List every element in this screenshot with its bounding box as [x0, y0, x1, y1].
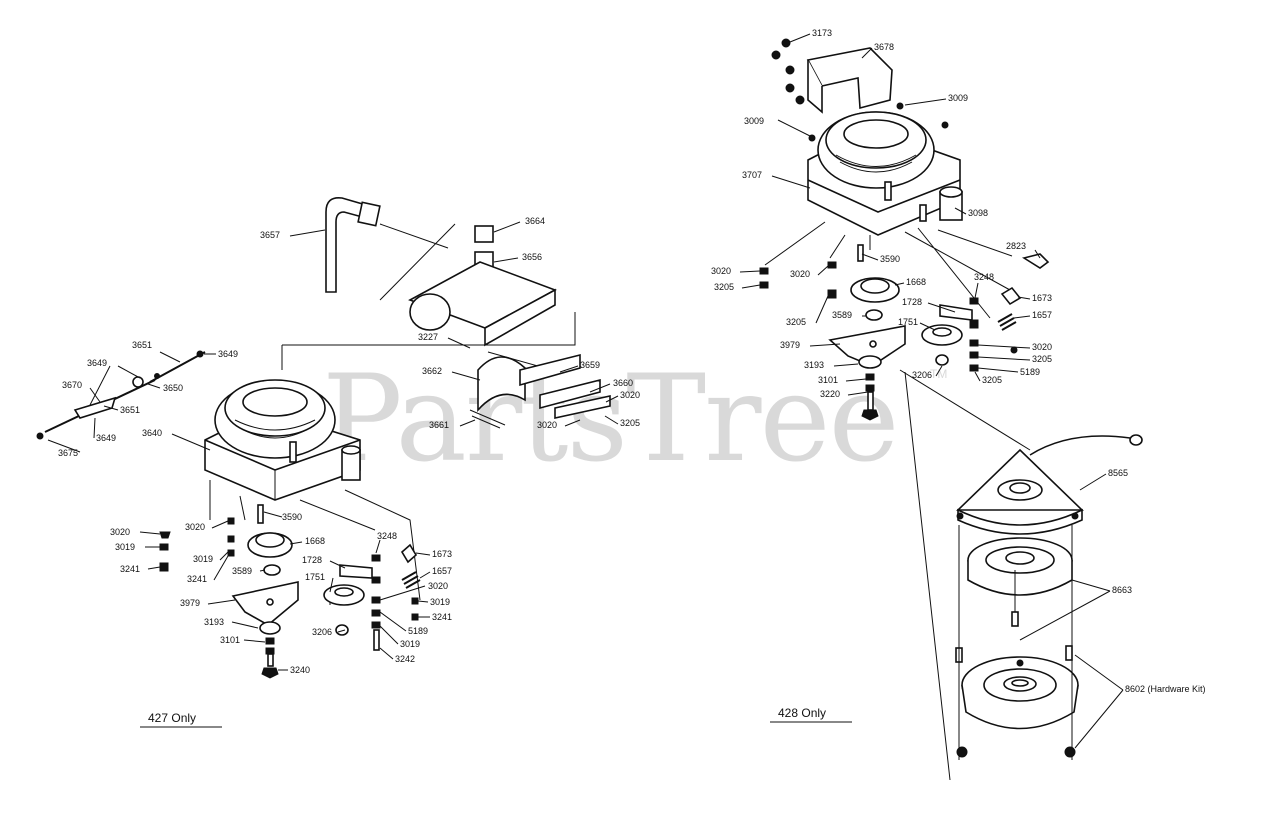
part-label: 1751 — [898, 317, 918, 327]
part-label: 3650 — [163, 383, 183, 393]
part-label: 1657 — [432, 566, 452, 576]
part-label: 3101 — [818, 375, 838, 385]
part-label: 5189 — [408, 626, 428, 636]
part-label: 3659 — [580, 360, 600, 370]
part-label: 3101 — [220, 635, 240, 645]
part-label: 1668 — [906, 277, 926, 287]
part-label: 3241 — [432, 612, 452, 622]
part-label: 3241 — [187, 574, 207, 584]
part-label: 3019 — [193, 554, 213, 564]
part-label: 3979 — [780, 340, 800, 350]
part-label: 3649 — [96, 433, 116, 443]
part-label: 3242 — [395, 654, 415, 664]
part-label: 3660 — [613, 378, 633, 388]
part-label: 8565 — [1108, 468, 1128, 478]
right-part-labels: 3173 3678 3009 3009 3707 3098 2823 3020 … — [711, 28, 1206, 694]
part-label: 3193 — [804, 360, 824, 370]
part-label: 3664 — [525, 216, 545, 226]
part-label: 3205 — [786, 317, 806, 327]
part-label: 3640 — [142, 428, 162, 438]
part-label: 3678 — [874, 42, 894, 52]
part-label: 3019 — [115, 542, 135, 552]
part-label: 3657 — [260, 230, 280, 240]
part-label: 3979 — [180, 598, 200, 608]
part-label: 8663 — [1112, 585, 1132, 595]
captions: 427 Only 428 Only — [140, 706, 852, 728]
part-label: 3227 — [418, 332, 438, 342]
part-label: 3662 — [422, 366, 442, 376]
part-label: 3020 — [790, 269, 810, 279]
part-label: 3020 — [620, 390, 640, 400]
part-label: 1673 — [1032, 293, 1052, 303]
part-label: 1668 — [305, 536, 325, 546]
part-label: 1751 — [305, 572, 325, 582]
right-assembly-drawing — [759, 38, 1143, 781]
part-label: 8602 (Hardware Kit) — [1125, 684, 1206, 694]
part-label: 3020 — [711, 266, 731, 276]
part-label: 3656 — [522, 252, 542, 262]
part-label: 3205 — [714, 282, 734, 292]
part-label: 3019 — [400, 639, 420, 649]
part-label: 3098 — [968, 208, 988, 218]
part-label: 3240 — [290, 665, 310, 675]
left-assembly-drawing — [36, 196, 611, 679]
part-label: 3019 — [430, 597, 450, 607]
part-label: 3173 — [812, 28, 832, 38]
part-label: 3205 — [982, 375, 1002, 385]
part-label: 3589 — [232, 566, 252, 576]
part-label: 3009 — [744, 116, 764, 126]
part-label: 3590 — [880, 254, 900, 264]
part-label: 3206 — [312, 627, 332, 637]
part-label: 3649 — [218, 349, 238, 359]
caption-427-only: 427 Only — [148, 711, 196, 725]
part-label: 1728 — [302, 555, 322, 565]
part-label: 3675 — [58, 448, 78, 458]
caption-428-only: 428 Only — [778, 706, 826, 720]
part-label: 3589 — [832, 310, 852, 320]
part-label: 3248 — [974, 272, 994, 282]
part-label: 3220 — [820, 389, 840, 399]
part-label: 1673 — [432, 549, 452, 559]
part-label: 3590 — [282, 512, 302, 522]
part-label: 3009 — [948, 93, 968, 103]
part-label: 3651 — [120, 405, 140, 415]
part-label: 3020 — [1032, 342, 1052, 352]
part-label: 3205 — [1032, 354, 1052, 364]
part-label: 3248 — [377, 531, 397, 541]
part-label: 1728 — [902, 297, 922, 307]
watermark-tm: TM — [930, 367, 947, 381]
part-label: 3707 — [742, 170, 762, 180]
part-label: 3206 — [912, 370, 932, 380]
part-label: 3670 — [62, 380, 82, 390]
part-label: 3020 — [185, 522, 205, 532]
part-label: 3241 — [120, 564, 140, 574]
part-label: 3651 — [132, 340, 152, 350]
part-label: 3205 — [620, 418, 640, 428]
part-label: 1657 — [1032, 310, 1052, 320]
part-label: 2823 — [1006, 241, 1026, 251]
part-label: 3020 — [428, 581, 448, 591]
part-label: 3649 — [87, 358, 107, 368]
part-label: 3020 — [537, 420, 557, 430]
part-label: 3193 — [204, 617, 224, 627]
left-part-labels: 3657 3664 3656 3651 3649 3649 3670 3650 … — [58, 216, 640, 675]
part-label: 3020 — [110, 527, 130, 537]
part-label: 3661 — [429, 420, 449, 430]
part-label: 5189 — [1020, 367, 1040, 377]
